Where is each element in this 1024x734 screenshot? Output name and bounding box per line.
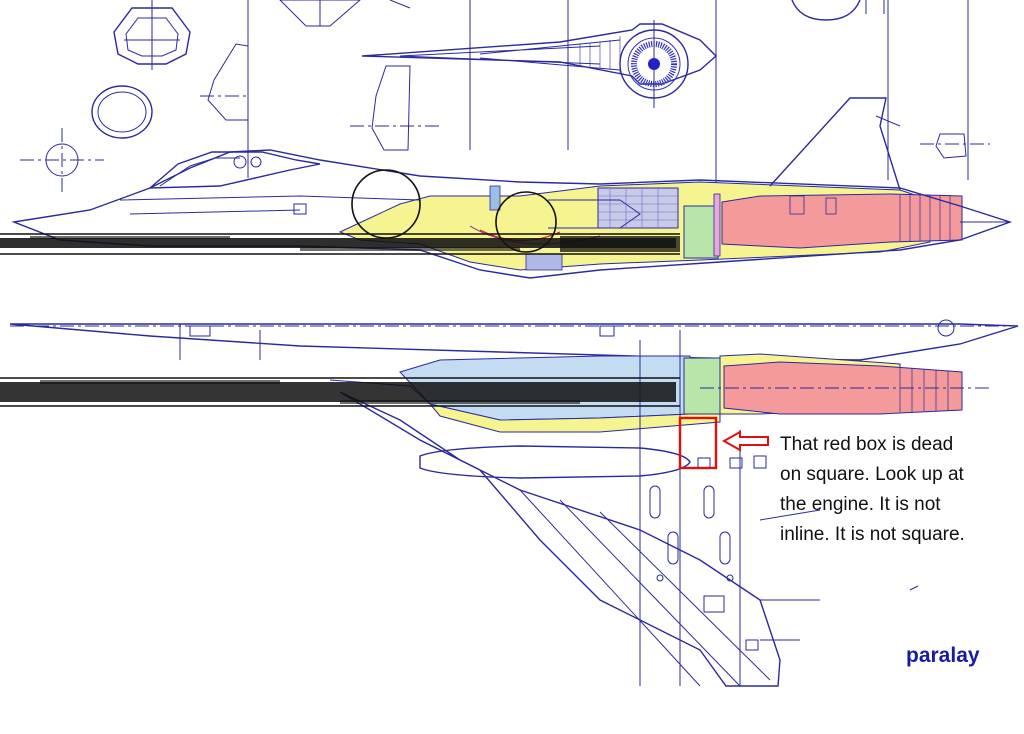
engine-side-view (721, 193, 963, 249)
intake-duct-section (597, 187, 679, 229)
stabilizer-front-view (207, 43, 249, 121)
wing-planform (361, 23, 718, 85)
external-store (419, 445, 691, 479)
fuel-tank-bottom (428, 403, 721, 433)
redaction-bar-bottom (0, 377, 680, 407)
engine-compressor-bottom (683, 357, 721, 415)
engine-compressor (683, 205, 719, 259)
canopy-side-view (148, 151, 321, 189)
vertical-tail (769, 97, 901, 191)
nozzle-rear-view (791, 0, 861, 21)
watermark-text: paralay (906, 644, 980, 667)
fin-front-view (279, 0, 361, 27)
wing-bottom-view (339, 391, 781, 687)
annotation-text: That red box is dead on square. Look up … (780, 434, 965, 545)
redaction-bar-top (0, 233, 680, 255)
intake-front-view (91, 85, 153, 139)
highlight-red-box (678, 416, 718, 470)
arrow-icon (721, 430, 769, 452)
wing-and-engine-face (361, 20, 718, 108)
fuselage-top-outline (9, 323, 1019, 361)
circle-marker-2 (495, 191, 557, 253)
canopy-front-view (113, 7, 191, 65)
front-view-fragments (20, 0, 990, 194)
